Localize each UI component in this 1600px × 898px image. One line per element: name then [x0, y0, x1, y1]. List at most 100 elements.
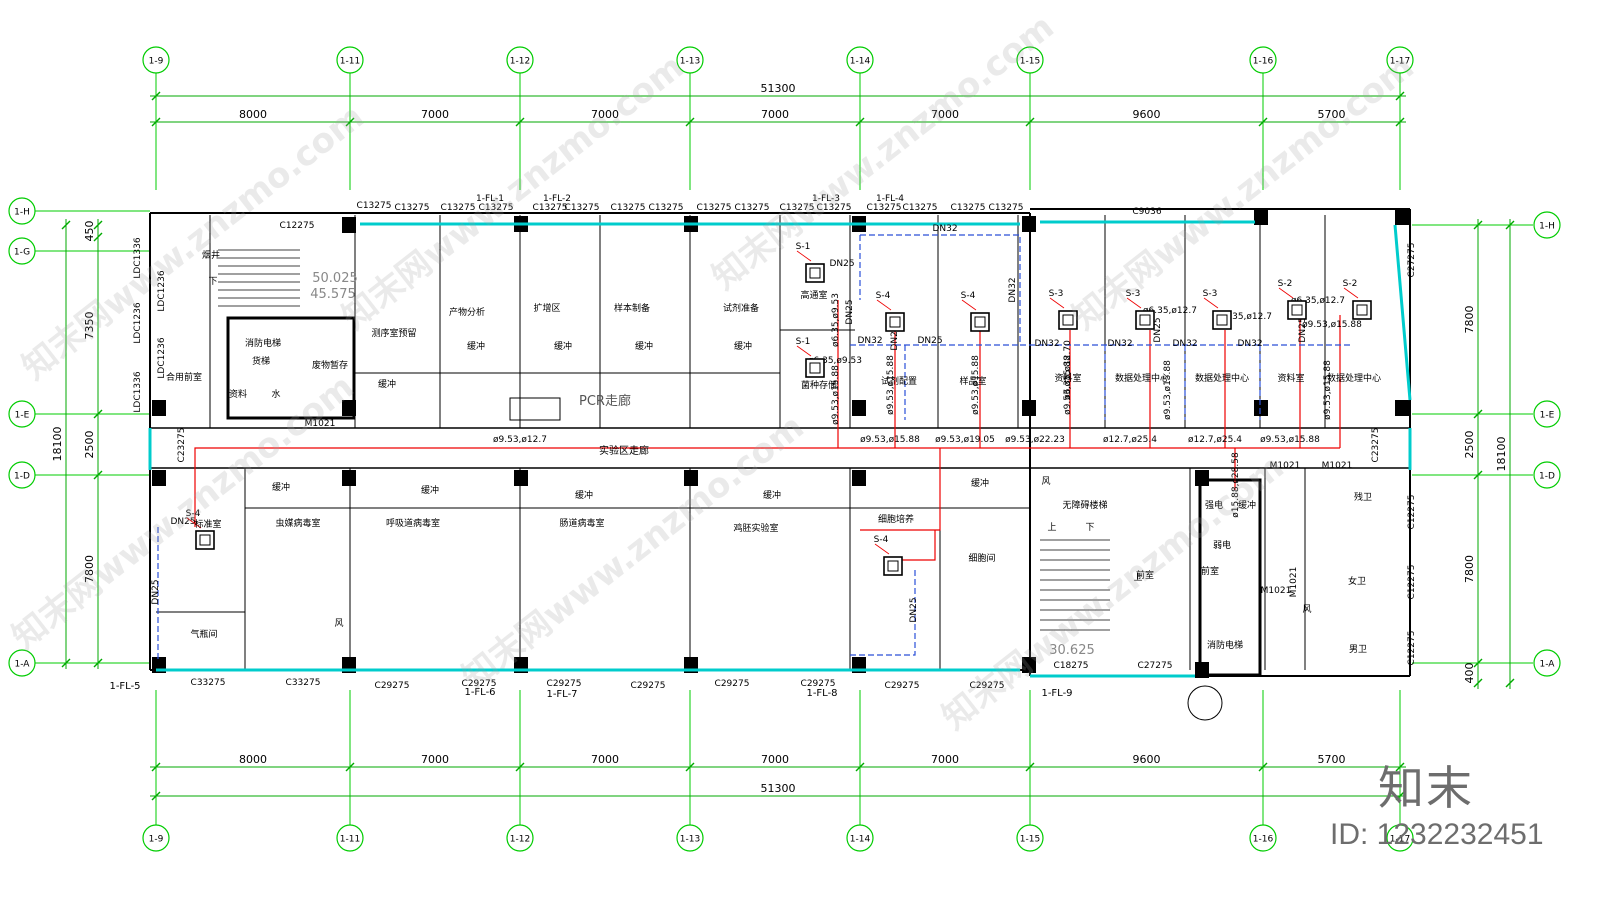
ac-indoor-unit	[805, 263, 825, 283]
dimension-tick	[1395, 791, 1405, 801]
dimension-tick	[61, 658, 71, 668]
refrigerant-size-label: ø9.53,ø12.7	[493, 435, 547, 445]
grid-bubble-label: 1-12	[510, 835, 530, 845]
room-label: 数据处理中心	[1195, 372, 1249, 384]
ac-unit-grille	[1356, 304, 1368, 316]
grid-bubble-label: 1-11	[340, 835, 360, 845]
ac-unit-leader	[796, 250, 812, 262]
misc-label: 资料	[229, 388, 247, 400]
dimension-tick	[1473, 409, 1483, 419]
window-tag-vertical: C12275	[1407, 565, 1417, 600]
dimension-value: 8000	[239, 108, 267, 121]
dimension-value: 7350	[83, 312, 96, 340]
room-label: 扩增区	[533, 302, 560, 314]
grid-bubble-label: 1-14	[850, 835, 871, 845]
refrigerant-size-label: ø6.35,ø12.7	[1291, 296, 1345, 306]
refrigerant-size-label: ø9.53,ø15.88	[886, 355, 896, 415]
refrigerant-pipe	[194, 447, 1340, 527]
room-label: 男卫	[1349, 644, 1367, 655]
window-tag: C13275	[867, 203, 902, 213]
grid-bubble-label: 1-15	[1020, 57, 1040, 67]
elevator-core	[226, 316, 356, 420]
facade-tag: 1-FL-6	[464, 687, 495, 698]
window-tag: C13275	[479, 203, 514, 213]
window-tag-vertical: LDC1236	[157, 270, 167, 311]
door-tag: M1021	[1322, 461, 1353, 471]
dimension-tick	[1473, 678, 1483, 688]
dimension-tick	[93, 220, 103, 230]
ac-unit-leader	[796, 345, 812, 357]
plan-labels: 合用前室消防电梯废物暂存测序室预留产物分析扩增区样本制备试剂准备高通室菌种存储试…	[166, 249, 1381, 658]
window-tag: C29275	[547, 679, 582, 689]
structural-column	[1022, 400, 1036, 416]
ac-unit-leader	[1049, 297, 1065, 309]
structural-column	[852, 400, 866, 416]
corridor-label: 实验区走廊	[599, 444, 649, 457]
refrigerant-pipe	[895, 530, 936, 561]
grid-bubble-label: 1-14	[850, 57, 871, 67]
ac-unit-tag: S-2	[1343, 279, 1358, 289]
ac-unit-leader	[186, 517, 202, 529]
misc-label: 风	[1302, 604, 1311, 615]
door-tag: M1021	[305, 419, 336, 429]
ac-unit-tag: S-4	[874, 535, 889, 545]
window-tag-vertical: LDC1336	[133, 371, 143, 412]
misc-label: 无障碍楼梯	[1062, 499, 1107, 511]
ac-unit-leader	[874, 543, 890, 555]
structural-column	[342, 217, 356, 233]
dimension-tick	[685, 762, 695, 772]
grid-bubble-label: 1-G	[14, 248, 30, 258]
grid-bubble-label: 1-D	[1539, 472, 1555, 482]
grid-bubble	[676, 824, 704, 852]
grid-bubble	[506, 824, 534, 852]
brand-logo-text: 知末	[1378, 761, 1474, 815]
structural-column	[684, 470, 698, 486]
dimension-tick	[1395, 762, 1405, 772]
ac-unit-grille	[974, 316, 986, 328]
facade-tag: 1-FL-7	[546, 689, 577, 700]
condensate-size-label: DN32	[932, 224, 957, 234]
window-tag: C13275	[611, 203, 646, 213]
ac-indoor-unit	[1135, 310, 1155, 330]
grid-bubble	[1386, 824, 1414, 852]
grid-bubble	[8, 461, 36, 489]
room-label: 女卫	[1348, 575, 1366, 587]
misc-label: 前室	[1201, 565, 1219, 577]
elevation-mark: 30.625	[1049, 643, 1095, 658]
window-tag: 1-FL-4	[876, 194, 904, 204]
structural-column	[1195, 662, 1209, 678]
grid-bubble	[1249, 46, 1277, 74]
condensate-size-label: DN32	[857, 336, 882, 346]
room-label: 产物分析	[449, 306, 485, 318]
window-tag: C29275	[885, 681, 920, 691]
window-tag: C13275	[441, 203, 476, 213]
room-label: 鸡胚实验室	[733, 522, 778, 534]
structural-column	[1022, 216, 1036, 232]
condensate-size-label: DN25	[1298, 317, 1308, 342]
window-tag: 1-FL-1	[476, 194, 504, 204]
misc-label: 缓冲	[763, 489, 781, 501]
dimension-value: 450	[83, 221, 96, 242]
misc-label: 风	[334, 618, 343, 629]
dimension-value: 2500	[1463, 431, 1476, 459]
window-tag-vertical: LDC1336	[133, 237, 143, 278]
misc-label: 水	[271, 388, 280, 400]
window-glazing	[1393, 224, 1412, 401]
grid-bubble-label: 1-D	[14, 472, 30, 482]
window-tag-vertical: LDC1236	[133, 302, 143, 343]
dimension-value: 9600	[1133, 753, 1161, 766]
grid-bubble	[142, 824, 170, 852]
refrigerant-pipe	[860, 448, 941, 531]
grid-bubble-label: 1-17	[1390, 835, 1410, 845]
window-tag: C13275	[395, 203, 430, 213]
room-label: 强电	[1205, 499, 1223, 511]
room-label: 数据处理中心	[1115, 372, 1169, 384]
refrigerant-size-label: ø9.53,ø15.88	[1302, 320, 1362, 330]
grid-bubble-label: 1-15	[1020, 835, 1040, 845]
refrigerant-size-label: ø9.53,ø19.05	[935, 435, 995, 445]
dimension-value: 7000	[931, 753, 959, 766]
misc-label: 货梯	[252, 355, 270, 367]
structural-column	[852, 470, 866, 486]
